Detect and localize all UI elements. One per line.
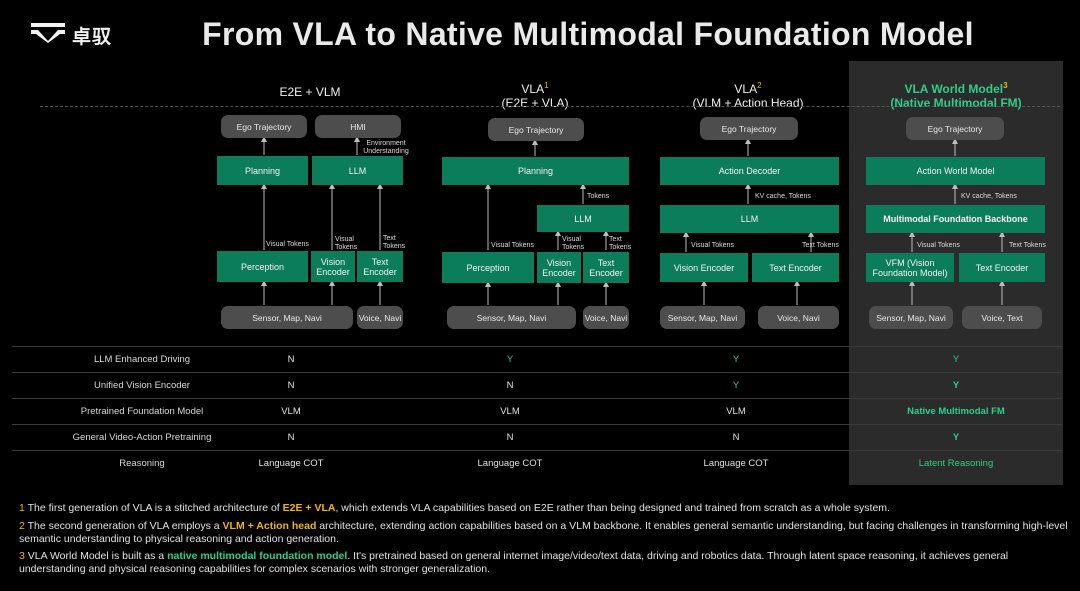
c1-env-label: Environment Understanding — [363, 140, 409, 155]
table-divider — [12, 424, 1062, 425]
table-cell: Y — [952, 432, 960, 443]
c2-tokens-label: Tokens — [587, 193, 610, 200]
table-cell: Y — [506, 354, 514, 365]
column-header-1: E2E + VLM — [279, 85, 341, 99]
table-cell: Language COT — [258, 458, 324, 469]
c3-sensor-input: Sensor, Map, Navi — [660, 306, 745, 329]
brand-mark-icon — [31, 23, 65, 43]
footnote-3: 3 VLA World Model is built as a native m… — [19, 550, 1009, 575]
c2-llm: LLM — [537, 205, 629, 232]
c3-llm: LLM — [660, 205, 839, 233]
table-cell: VLM — [281, 406, 301, 417]
table-cell: VLM — [500, 406, 520, 417]
c1-text-encoder: Text Encoder — [357, 251, 403, 282]
header-divider — [40, 106, 1060, 107]
table-cell: N — [287, 432, 295, 443]
c1-hmi: HMI — [315, 115, 401, 138]
footnote-1: 1 The first generation of VLA is a stitc… — [19, 502, 890, 514]
c2-vision-encoder: Vision Encoder — [537, 252, 581, 283]
c3-kv-label: KV cache, Tokens — [755, 193, 811, 200]
table-cell: Y — [732, 380, 740, 391]
c4-sensor-input: Sensor, Map, Navi — [869, 306, 953, 329]
c1-vision-encoder: Vision Encoder — [311, 251, 355, 282]
c3-voice-input: Voice, Navi — [758, 306, 839, 329]
row-label-llm-enhanced: LLM Enhanced Driving — [93, 354, 191, 365]
c4-voice-input: Voice, Text — [962, 306, 1042, 329]
c2-voice-input: Voice, Navi — [583, 306, 629, 329]
c1-planning: Planning — [217, 156, 308, 185]
c4-visual-tokens-label: Visual Tokens — [917, 242, 960, 249]
c4-action-world-model: Action World Model — [866, 157, 1045, 185]
c3-vision-encoder: Vision Encoder — [660, 253, 748, 282]
c2-text-encoder: Text Encoder — [583, 252, 629, 283]
table-divider — [12, 398, 1062, 399]
page-title: From VLA to Native Multimodal Foundation… — [202, 16, 974, 52]
c1-sensor-input: Sensor, Map, Navi — [221, 306, 353, 329]
c3-action-decoder: Action Decoder — [660, 157, 839, 185]
c3-visual-tokens-label: Visual Tokens — [691, 242, 734, 249]
brand-name: 卓驭 — [72, 27, 113, 48]
c4-multimodal-backbone: Multimodal Foundation Backbone — [866, 205, 1045, 233]
c1-visual-tokens2-label: Visual Tokens — [335, 236, 358, 251]
c2-perception: Perception — [442, 252, 534, 283]
table-cell: N — [506, 380, 514, 391]
table-cell: Language COT — [477, 458, 543, 469]
table-cell: Native Multimodal FM — [907, 406, 1005, 417]
table-cell: N — [287, 354, 295, 365]
row-label-reasoning: Reasoning — [119, 458, 165, 469]
table-cell: Language COT — [703, 458, 769, 469]
table-cell: N — [732, 432, 740, 443]
footnote-2: 2 The second generation of VLA employs a… — [19, 520, 1068, 545]
c4-ego-trajectory: Ego Trajectory — [906, 117, 1004, 140]
table-cell: N — [287, 380, 295, 391]
table-cell: Latent Reasoning — [918, 458, 994, 469]
c2-ego-trajectory: Ego Trajectory — [488, 118, 584, 141]
c1-voice-input: Voice, Navi — [357, 306, 403, 329]
c4-kv-label: KV cache, Tokens — [961, 193, 1017, 200]
table-cell: VLM — [726, 406, 746, 417]
table-divider — [12, 372, 1062, 373]
c3-text-tokens-label: Text Tokens — [802, 242, 839, 249]
row-label-pretrained-fm: Pretrained Foundation Model — [80, 406, 204, 417]
c4-text-tokens-label: Text Tokens — [1009, 242, 1046, 249]
c1-ego-trajectory: Ego Trajectory — [221, 115, 307, 138]
c1-llm: LLM — [312, 156, 403, 185]
row-label-video-action: General Video-Action Pretraining — [72, 432, 212, 443]
c1-perception: Perception — [217, 251, 308, 282]
c2-planning: Planning — [442, 157, 629, 185]
table-divider — [12, 450, 1062, 451]
table-divider — [12, 346, 1062, 347]
c4-vfm: VFM (Vision Foundation Model) — [866, 253, 954, 282]
table-cell: N — [506, 432, 514, 443]
table-cell: Y — [952, 354, 960, 365]
c3-text-encoder: Text Encoder — [752, 253, 839, 282]
table-cell: Y — [732, 354, 740, 365]
c2-text-tokens-label: Text Tokens — [609, 236, 632, 251]
c2-visual-tokens-label: Visual Tokens — [491, 242, 534, 249]
c4-text-encoder: Text Encoder — [959, 253, 1045, 282]
c2-visual-tokens2-label: Visual Tokens — [562, 236, 585, 251]
c1-visual-tokens-label: Visual Tokens — [266, 241, 309, 248]
c2-sensor-input: Sensor, Map, Navi — [447, 306, 576, 329]
c1-text-tokens-label: Text Tokens — [383, 235, 406, 250]
table-cell: Y — [952, 380, 960, 391]
c3-ego-trajectory: Ego Trajectory — [700, 117, 798, 140]
row-label-unified-vision: Unified Vision Encoder — [94, 380, 190, 391]
